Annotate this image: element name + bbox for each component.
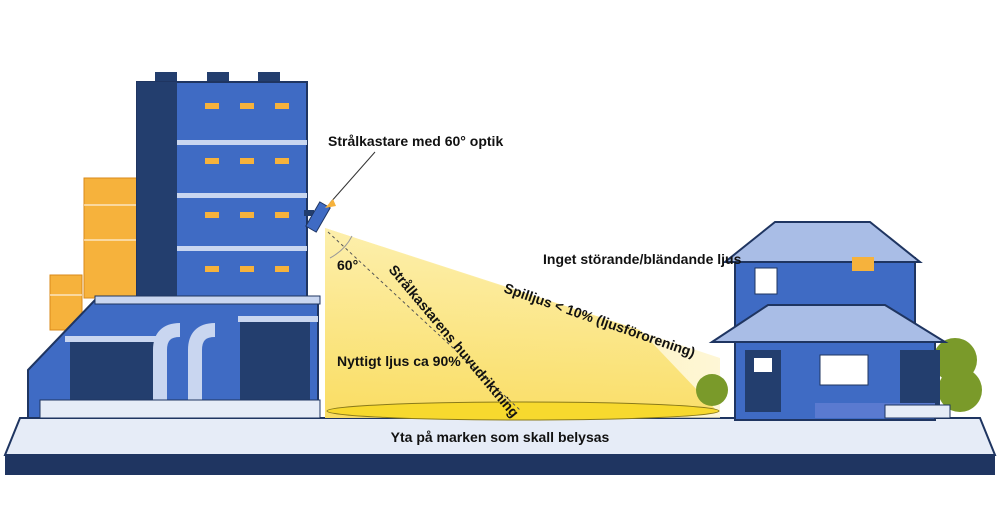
floodlight-fixture (304, 201, 331, 233)
light-beam (325, 228, 720, 421)
angle-arc (329, 235, 353, 259)
house (696, 221, 982, 421)
chimneys (49, 177, 141, 331)
angle-label: 60° (337, 257, 358, 273)
arrow-head-icon (325, 199, 336, 208)
factory-hall (27, 295, 321, 419)
no-glare-label: Inget störande/bländande ljus (543, 251, 742, 267)
main-direction-line (327, 231, 521, 411)
useful-light-label: Nyttigt ljus ca 90% (337, 353, 461, 369)
floodlight-pointer (329, 151, 376, 204)
ground (3, 417, 997, 475)
factory-tower (136, 72, 308, 303)
ground-area-label: Yta på marken som skall belysas (391, 429, 610, 445)
floodlight-label: Strålkastare med 60° optik (328, 133, 503, 149)
